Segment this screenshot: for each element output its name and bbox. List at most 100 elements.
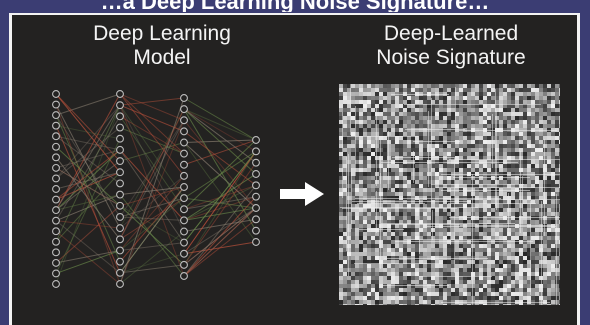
network-edge	[183, 218, 257, 277]
network-edge	[55, 249, 121, 264]
network-edge	[119, 197, 185, 251]
network-edge	[119, 120, 185, 285]
network-edge	[119, 116, 185, 210]
network-edge	[55, 249, 121, 274]
deep-learning-model-title: Deep Learning Model	[62, 22, 262, 70]
network-edge	[119, 186, 185, 207]
network-edge	[119, 93, 185, 154]
network-node	[180, 149, 188, 158]
network-edge	[119, 104, 185, 232]
network-edge	[55, 135, 121, 184]
network-edge	[55, 135, 121, 151]
network-edge	[183, 150, 257, 199]
title-right-line1: Deep-Learned	[383, 22, 519, 45]
network-node	[180, 94, 188, 102]
network-node	[52, 153, 60, 162]
network-edge	[55, 116, 121, 221]
network-edge	[119, 127, 185, 155]
network-node	[52, 163, 60, 172]
network-edge	[55, 114, 121, 262]
network-edge	[119, 104, 185, 199]
network-node	[180, 205, 188, 214]
network-edge	[119, 97, 185, 106]
title-left-line1: Deep Learning	[93, 22, 231, 45]
network-edge	[55, 104, 121, 179]
network-node	[116, 235, 124, 244]
network-edge	[55, 220, 121, 229]
network-edge	[183, 162, 257, 266]
network-edge	[119, 108, 185, 240]
network-edge	[183, 108, 257, 141]
network-edge	[55, 194, 121, 211]
network-edge	[183, 241, 257, 255]
network-edge	[183, 197, 257, 209]
network-edge	[183, 130, 257, 186]
network-node	[252, 136, 260, 144]
network-node	[252, 192, 260, 201]
network-node	[52, 90, 60, 98]
network-node	[180, 105, 188, 114]
network-edge	[119, 194, 185, 277]
network-node	[116, 212, 124, 221]
network-edge	[119, 120, 185, 240]
network-node	[116, 112, 124, 121]
noise-signature-image	[339, 84, 560, 305]
network-edge	[119, 197, 185, 240]
network-edge	[55, 167, 121, 207]
network-node	[180, 160, 188, 169]
network-edge	[119, 186, 185, 274]
network-edge	[55, 104, 121, 242]
network-edge	[55, 93, 121, 116]
network-node	[252, 158, 260, 167]
network-node	[116, 201, 124, 210]
network-node	[52, 227, 60, 236]
network-edge	[119, 142, 185, 162]
network-edge	[119, 175, 185, 229]
network-edge	[183, 151, 257, 266]
network-node	[116, 123, 124, 132]
network-edge	[55, 157, 121, 240]
network-edge	[55, 104, 121, 229]
network-node	[116, 90, 124, 98]
network-node	[180, 272, 188, 280]
network-node	[180, 183, 188, 191]
network-edge	[183, 151, 257, 255]
network-node	[116, 145, 124, 154]
network-edge	[119, 93, 185, 177]
network-node	[116, 280, 124, 288]
network-edge	[55, 125, 121, 274]
network-edge	[183, 218, 257, 232]
network-node	[52, 216, 60, 225]
network-node	[116, 134, 124, 143]
network-edge	[55, 104, 121, 211]
network-node	[252, 226, 260, 235]
network-edge	[55, 149, 121, 169]
network-edge	[119, 115, 185, 155]
neural-network-diagram	[52, 90, 260, 288]
network-edge	[55, 160, 121, 211]
network-edge	[119, 149, 185, 243]
network-node	[52, 142, 60, 151]
network-edge	[55, 167, 121, 207]
network-edge	[55, 194, 121, 222]
network-node	[52, 237, 60, 246]
network-node	[116, 268, 124, 277]
network-node	[252, 238, 260, 246]
network-edge	[55, 146, 121, 207]
network-edge	[55, 220, 121, 274]
network-node	[180, 194, 188, 203]
network-edge	[183, 97, 257, 141]
network-edge	[55, 125, 121, 140]
network-edge	[119, 119, 185, 218]
network-node	[180, 238, 188, 247]
network-edge	[183, 139, 257, 210]
network-node	[180, 116, 188, 125]
network-node	[52, 206, 60, 215]
title-left-line2: Model	[133, 46, 191, 69]
network-edge	[55, 93, 121, 162]
network-node	[52, 248, 60, 257]
right-arrow-icon	[280, 182, 324, 206]
network-nodes	[52, 90, 260, 288]
network-edge	[183, 108, 257, 152]
network-node	[52, 185, 60, 193]
